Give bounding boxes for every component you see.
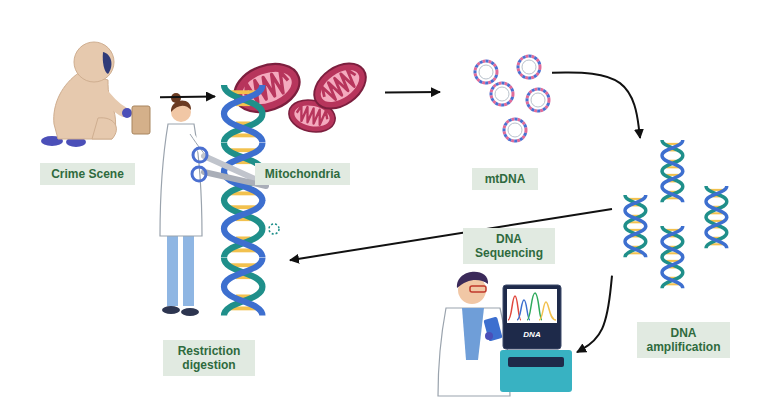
trouser-leg: [183, 228, 194, 306]
plasmid-circle: [518, 56, 540, 78]
helix-segment: [625, 226, 646, 257]
knee: [92, 118, 116, 139]
step-label-box: Mitochondria: [255, 163, 350, 185]
shoe: [162, 306, 180, 314]
dna-fragment: [269, 224, 279, 234]
shirt: [462, 308, 484, 360]
step-label-box: DNA Sequencing: [463, 228, 555, 264]
step-label-box: Crime Scene: [40, 163, 135, 185]
step-label: Restriction digestion: [167, 344, 251, 372]
helix-segment: [224, 85, 262, 143]
shoe: [181, 308, 199, 316]
helix-segment: [224, 200, 262, 258]
helix-segment: [706, 186, 727, 217]
step-label: Mitochondria: [259, 167, 346, 181]
trouser-leg: [167, 228, 178, 306]
restriction-scene: [160, 85, 279, 316]
screen: [507, 289, 557, 323]
helix-segment: [662, 140, 683, 171]
step-node: mtDNA: [440, 52, 552, 190]
arm: [98, 86, 124, 112]
step-label: DNA Sequencing: [467, 232, 551, 260]
protective-suit: [54, 72, 116, 139]
scissor-handle: [193, 148, 207, 162]
machine-base: [500, 350, 572, 392]
tablet: [483, 317, 502, 342]
step-node: Crime Scene: [38, 38, 160, 186]
helix-segment: [662, 171, 683, 202]
step-label-box: DNA amplification: [637, 322, 730, 358]
step-node: DNA amplification: [612, 138, 734, 360]
flow-arrow: [385, 91, 440, 94]
glove: [485, 332, 493, 340]
helix-segment: [625, 195, 646, 226]
helix-segment: [706, 217, 727, 248]
scissor-handle: [192, 167, 206, 181]
step-node: DNA Sequencing: [432, 226, 577, 392]
helix-segment: [662, 257, 683, 288]
chromatogram-peak: [517, 300, 530, 320]
plasmid-circle: [491, 83, 513, 105]
mtdna-illustration: [475, 56, 549, 141]
plasmid-circle: [475, 61, 497, 83]
step-label: DNA amplification: [641, 326, 726, 354]
monitor: [503, 285, 561, 349]
screen-text: DNA: [512, 330, 552, 340]
glove: [122, 108, 132, 118]
helix-segment: [662, 226, 683, 257]
hood: [74, 42, 114, 82]
amplified-dna: [625, 140, 727, 288]
flow-arrow: [290, 209, 612, 260]
plasmid-circle: [527, 89, 549, 111]
step-label: mtDNA: [476, 172, 534, 186]
flow-arrow: [552, 73, 640, 138]
evidence-bag: [132, 106, 150, 134]
lab-coat: [438, 308, 510, 396]
step-label-box: Restriction digestion: [163, 340, 255, 376]
step-label-box: mtDNA: [472, 168, 538, 190]
investigator-figure: [41, 42, 150, 147]
step-node: Mitochondria: [215, 58, 385, 186]
helix-segment: [224, 258, 262, 316]
step-label: Crime Scene: [44, 167, 131, 181]
step-node: Restriction digestion: [150, 85, 290, 377]
mitochondrion: [306, 54, 374, 118]
plasmid-circle: [504, 119, 526, 141]
chromatogram-peak: [539, 302, 556, 320]
sequencing-scene: [438, 272, 572, 396]
machine-panel: [508, 357, 564, 367]
glasses: [470, 286, 486, 292]
face-mask: [103, 52, 112, 74]
flow-arrow: [577, 276, 612, 353]
chromatogram-peak: [527, 293, 542, 320]
flow-arrow: [160, 95, 215, 98]
